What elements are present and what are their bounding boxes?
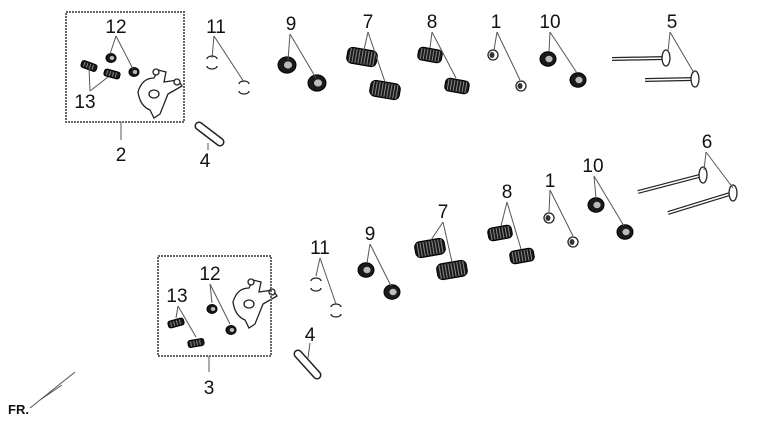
valve-spring-icon [436,259,468,281]
pin-body [295,351,320,378]
valve-spring-icon [487,224,513,242]
spring-seat-icon-hole [622,228,630,236]
rocker-arm-icon [137,69,183,119]
valve-seal-hole-icon [517,83,523,89]
callout-1: 1 [545,171,556,192]
callout-8: 8 [427,12,438,33]
valve-spring-icon [417,46,443,64]
spring-seat-icon-hole [545,55,553,63]
rocker-bore-icon [152,68,160,76]
callout-1: 1 [491,12,502,33]
callout-6: 6 [702,132,713,153]
rocker-bore-icon [247,278,255,286]
spring-retainer-icon-hole [283,61,293,69]
assembly-box-2 [65,11,185,123]
callout-labels: 12 13 2 11 4 9 7 8 1 10 5 6 10 1 8 7 9 1… [8,12,712,417]
pin-body [196,123,223,145]
valve-spring-icon [167,317,185,329]
valve-head-icon [728,184,738,202]
callout-11: 11 [310,238,330,259]
callout-13: 13 [166,286,187,307]
rocker-pivot-icon [148,89,160,99]
valve-spring-icon [80,60,98,72]
adjuster-nut-icon-hole [109,56,115,60]
callout-10: 10 [539,12,560,33]
callout-9: 9 [286,14,297,35]
valve-spring-icon [444,77,470,95]
callout-7: 7 [438,202,449,223]
callout-12: 12 [199,264,220,285]
callout-9: 9 [365,224,376,245]
parts-layer [80,46,738,380]
callout-10: 10 [582,156,603,177]
valve-seal-hole-icon [489,52,495,58]
valve-seal-hole-icon [569,239,575,245]
callout-12: 12 [105,17,126,38]
assembly-box-3 [157,255,272,357]
adjuster-nut-icon-hole [132,70,138,74]
spring-retainer-icon-hole [389,288,397,296]
front-marker: FR. [8,402,29,417]
callout-4: 4 [200,151,211,172]
valve-stem-highlight [667,192,734,214]
valve-head-icon [698,166,708,184]
callout-3: 3 [204,378,215,399]
valve-head-icon [661,49,671,67]
callout-7: 7 [363,12,374,33]
valve-spring-icon [103,68,121,80]
spring-retainer-icon-hole [363,266,371,274]
adjuster-nut-icon-hole [229,328,235,332]
rocker-pivot-icon [243,299,255,309]
callout-2: 2 [116,145,127,166]
spring-seat-icon-hole [575,76,583,84]
spring-retainer-icon-hole [313,79,323,87]
valve-spring-icon [509,247,535,265]
valve-head-icon [690,70,700,88]
adjuster-nut-icon-hole [210,307,216,311]
valve-spring-icon [346,46,378,68]
rocker-arm-icon [232,279,278,329]
callout-8: 8 [502,182,513,203]
valve-spring-icon [414,237,446,259]
leader-lines [29,31,734,409]
valve-cotter-icon [238,80,250,95]
rocker-bore-icon [173,78,181,86]
valve-cotter-icon [330,303,342,318]
valve-cotter-icon [310,277,322,292]
valve-stem-highlight [611,57,667,60]
callout-4: 4 [305,325,316,346]
valve-spring-icon [187,338,205,348]
callout-11: 11 [206,17,226,38]
valve-stem-highlight [637,174,704,193]
callout-5: 5 [667,12,678,33]
callout-13: 13 [74,92,95,113]
valve-seal-hole-icon [545,215,551,221]
valve-stem-highlight [644,78,696,81]
valve-spring-icon [369,79,401,101]
spring-seat-icon-hole [593,201,601,209]
